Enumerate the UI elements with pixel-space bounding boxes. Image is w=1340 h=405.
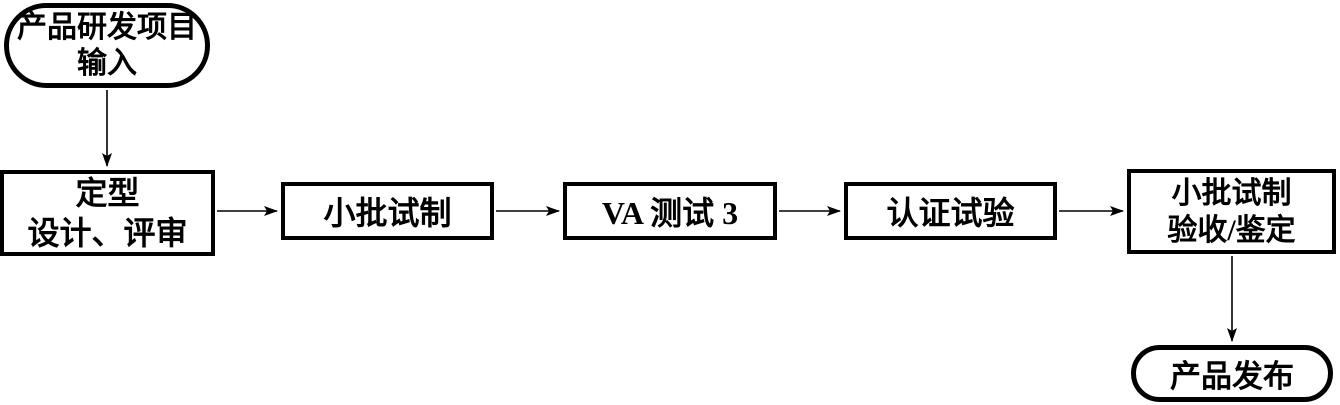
flow-node-certification-test: 认证试验 bbox=[844, 182, 1057, 240]
node-label: 产品发布 bbox=[1170, 359, 1294, 394]
flow-node-small-batch-trial: 小批试制 bbox=[281, 182, 494, 240]
flow-node-acceptance-appraisal: 小批试制 验收/鉴定 bbox=[1127, 169, 1336, 254]
node-label: VA 测试 3 bbox=[601, 195, 739, 231]
node-label: 产品研发项目 bbox=[17, 10, 197, 44]
node-label: 输入 bbox=[77, 46, 137, 80]
node-label: 小批试制 bbox=[323, 195, 452, 231]
node-label: 认证试验 bbox=[886, 195, 1015, 231]
flow-node-design-review: 定型 设计、评审 bbox=[0, 170, 215, 256]
flow-node-start: 产品研发项目 输入 bbox=[4, 3, 210, 88]
node-label: 小批试制 bbox=[1171, 176, 1292, 210]
flow-node-product-release: 产品发布 bbox=[1131, 345, 1333, 402]
node-label: 验收/鉴定 bbox=[1167, 213, 1296, 247]
flow-node-va-test-3: VA 测试 3 bbox=[563, 182, 777, 240]
node-label: 定型 bbox=[75, 175, 140, 211]
node-label: 设计、评审 bbox=[27, 215, 188, 251]
